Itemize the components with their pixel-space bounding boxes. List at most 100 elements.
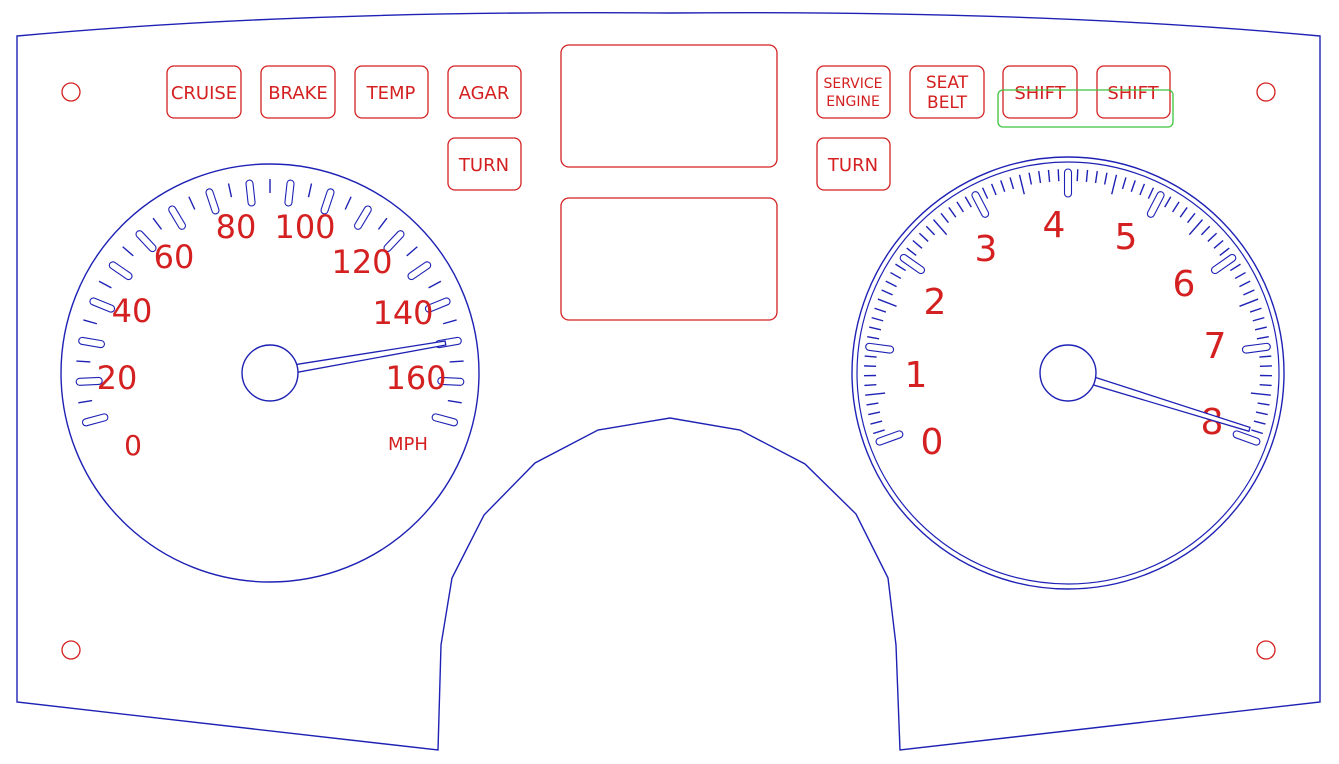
tach-minor-tick [871, 316, 884, 322]
tach-minor-tick [874, 307, 887, 313]
tach-minor-tick [895, 263, 906, 272]
tach-minor-tick [1164, 196, 1172, 208]
speedo-major-tick [78, 336, 106, 349]
tachometer-ticks [864, 168, 1272, 446]
tach-minor-tick [868, 411, 881, 416]
speedo-unit-label: MPH [388, 434, 428, 455]
tach-half-tick [1188, 219, 1204, 236]
tach-minor-tick [864, 384, 877, 387]
tach-minor-tick [1259, 384, 1272, 387]
speedo-label-20: 20 [97, 359, 138, 397]
lamp-agar-label: AGAR [459, 83, 510, 104]
tach-minor-tick [1103, 172, 1108, 185]
tach-major-tick [865, 342, 895, 354]
speedo-major-tick [75, 376, 103, 386]
tach-minor-tick [918, 232, 929, 242]
tach-minor-tick [1255, 411, 1268, 416]
tach-half-tick [1018, 174, 1025, 195]
tach-minor-tick [940, 212, 950, 224]
tach-minor-tick [981, 187, 989, 199]
tach-minor-tick [1085, 169, 1089, 182]
tach-minor-tick [867, 336, 880, 340]
tachometer-hub [1039, 344, 1097, 402]
lamp-turn-left-label: TURN [458, 155, 509, 176]
speedo-major-tick [89, 297, 116, 313]
tach-minor-tick [866, 402, 879, 406]
tach-minor-tick [1130, 180, 1136, 192]
tach-label-5: 5 [1115, 217, 1138, 258]
lamp-engine-label: ENGINE [826, 94, 880, 110]
tachometer-needle [1086, 374, 1251, 433]
tach-major-tick [1146, 191, 1165, 218]
tach-minor-tick [1038, 171, 1042, 184]
tach-half-tick [1250, 392, 1271, 396]
tach-minor-tick [885, 280, 897, 288]
speedometer-hub [241, 344, 299, 402]
tach-minor-tick [881, 289, 893, 296]
tach-major-tick [1210, 253, 1237, 275]
tach-minor-tick [906, 247, 917, 257]
lamp-shift-2-label: SHIFT [1107, 83, 1159, 104]
speedo-minor-tick [449, 360, 464, 363]
speedo-minor-tick [428, 280, 442, 289]
tach-minor-tick [1230, 263, 1241, 272]
tach-minor-tick [1254, 326, 1267, 331]
speedo-label-140: 140 [372, 294, 433, 332]
speedo-minor-tick [188, 196, 196, 210]
tach-minor-tick [1171, 201, 1180, 213]
tach-minor-tick [1139, 183, 1146, 196]
tach-label-2: 2 [924, 282, 947, 323]
tach-minor-tick [912, 239, 923, 249]
tachometer-bezel-outer [851, 156, 1285, 590]
tach-half-tick [932, 219, 948, 236]
tach-major-tick [1063, 168, 1073, 198]
tach-minor-tick [870, 420, 883, 425]
panel-outline [16, 11, 1321, 751]
speedo-label-60: 60 [154, 238, 195, 276]
tach-label-4: 4 [1043, 205, 1066, 246]
speedo-minor-tick [344, 196, 352, 210]
speedo-major-tick [108, 261, 133, 281]
speedo-label-0: 0 [124, 429, 142, 462]
speedo-major-tick [424, 297, 451, 313]
speedo-major-tick [437, 376, 465, 386]
tach-minor-tick [1147, 187, 1155, 199]
lamp-brake: BRAKE [260, 65, 336, 119]
lamp-shift-2: SHIFT [1096, 65, 1171, 119]
lamp-cruise: CRUISE [166, 65, 242, 119]
lamp-agar: AGAR [447, 65, 522, 119]
tach-minor-tick [1186, 212, 1196, 224]
lamp-turn-right-label: TURN [827, 155, 878, 176]
speedo-minor-tick [227, 183, 233, 198]
tach-label-7: 7 [1204, 326, 1227, 367]
speedo-major-tick [407, 261, 432, 281]
tachometer-needle-pointer [1086, 374, 1251, 433]
tach-minor-tick [1219, 247, 1230, 257]
speedo-label-40: 40 [112, 292, 153, 330]
tach-major-tick [875, 430, 904, 446]
speedo-major-tick [135, 230, 157, 253]
tach-minor-tick [1256, 336, 1269, 340]
lamp-service-label: SERVICE [823, 76, 882, 92]
tach-minor-tick [1057, 169, 1060, 182]
tach-major-tick [971, 191, 990, 218]
speedo-label-80: 80 [216, 208, 257, 246]
tach-minor-tick [1094, 171, 1098, 184]
tach-minor-tick [1000, 180, 1006, 192]
speedo-major-tick [284, 179, 295, 207]
tach-half-tick [877, 298, 897, 307]
tach-label-0: 0 [921, 422, 944, 463]
lamp-seat-label: SEAT [926, 73, 969, 93]
mount-hole-top-left [61, 82, 81, 102]
speedo-label-160: 160 [385, 359, 446, 397]
speedometer-ticks [75, 179, 465, 427]
tach-minor-tick [864, 355, 877, 358]
tach-minor-tick [890, 271, 902, 280]
tach-minor-tick [1252, 316, 1265, 322]
speedo-minor-tick [447, 399, 462, 404]
speedo-minor-tick [377, 217, 388, 230]
tach-minor-tick [1213, 239, 1224, 249]
speedo-minor-tick [406, 246, 418, 257]
tach-minor-tick [1200, 225, 1211, 236]
